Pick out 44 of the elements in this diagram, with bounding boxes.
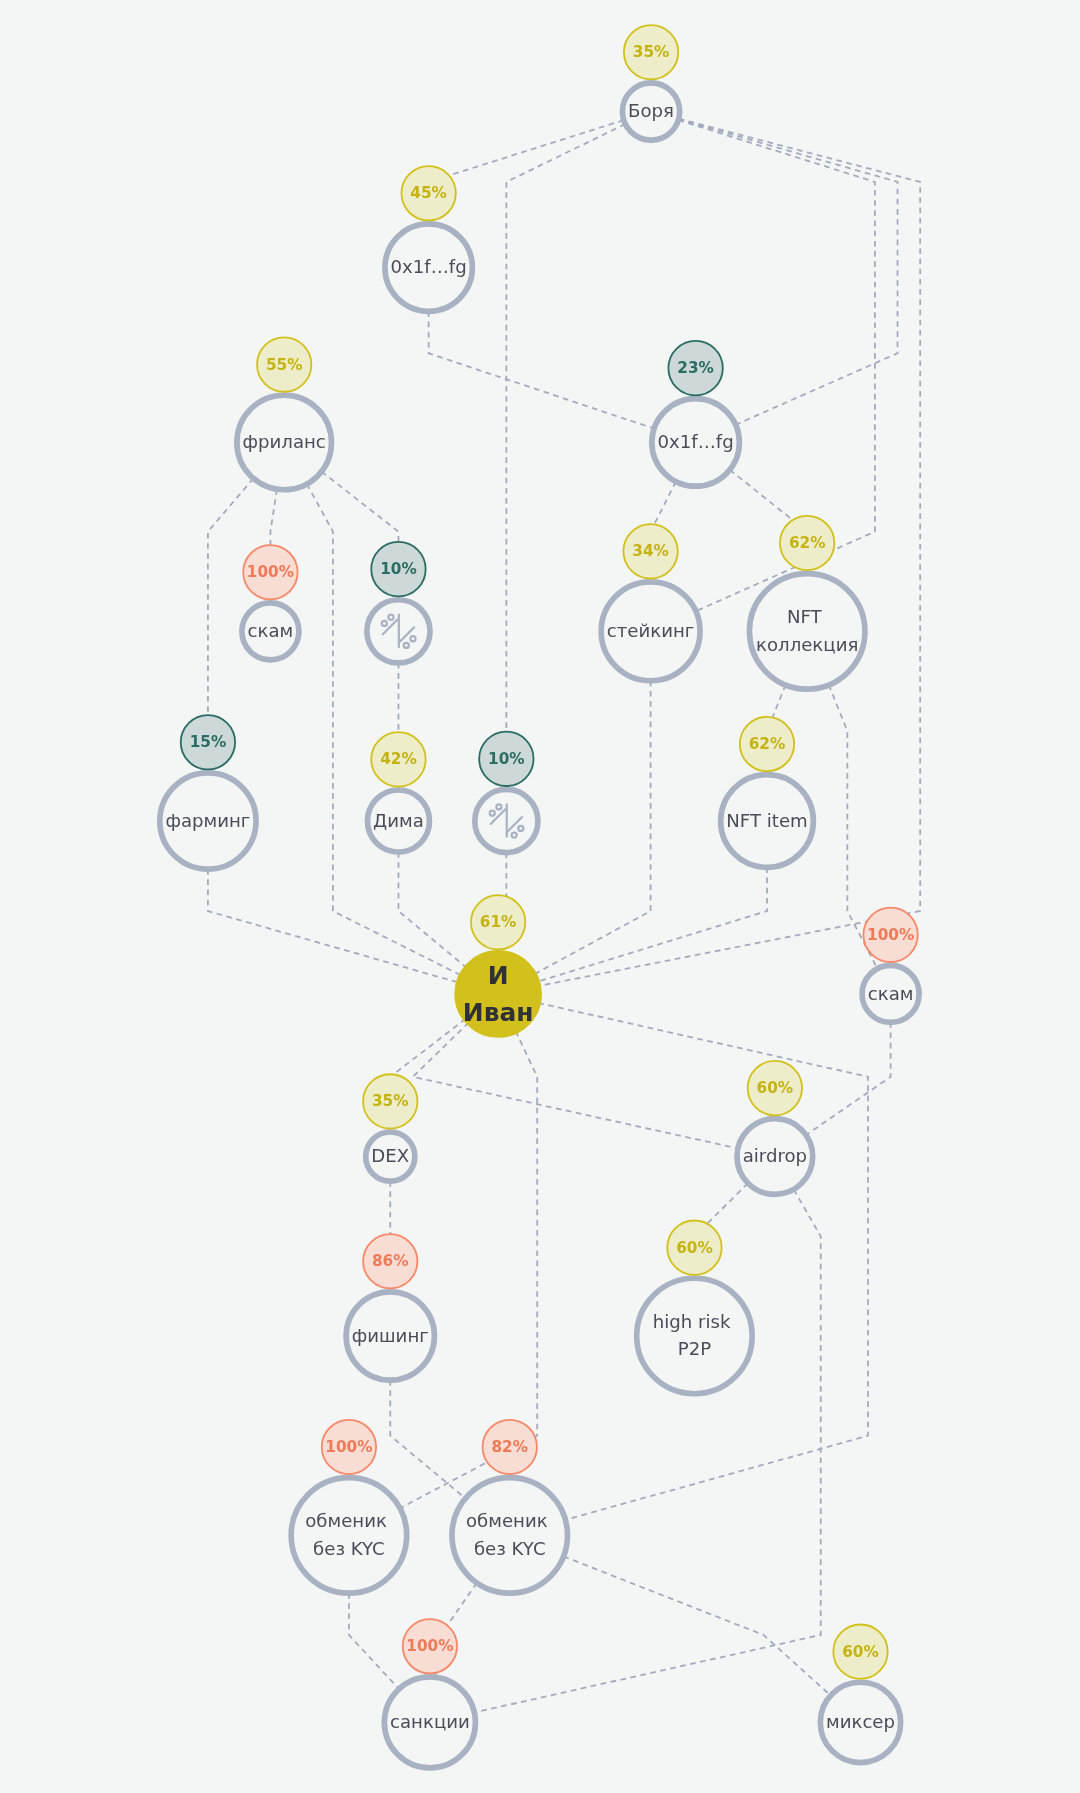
score-badge: 10% <box>478 730 535 787</box>
score-badge: 45% <box>400 165 457 222</box>
score-badge: 62% <box>738 715 796 773</box>
score-badge: 55% <box>256 336 313 393</box>
score-badge: 82% <box>481 1418 538 1476</box>
score-badge: 60% <box>666 1219 723 1276</box>
score-badge: 61% <box>470 894 527 951</box>
node-circle: airdrop <box>734 1115 816 1198</box>
node-circle: 0x1f…fg <box>382 221 476 315</box>
node-circle <box>471 786 541 856</box>
score-badge: 86% <box>362 1233 419 1290</box>
node-circle: скам <box>859 962 922 1026</box>
node-circle: И Иван <box>454 950 542 1038</box>
score-badge: 10% <box>370 541 427 598</box>
score-badge: 35% <box>622 24 680 81</box>
node-circle: Боря <box>619 80 683 143</box>
node-circle: стейкинг <box>598 579 703 684</box>
score-badge: 23% <box>667 340 724 397</box>
score-badge: 60% <box>746 1060 803 1117</box>
score-badge: 100% <box>320 1418 377 1476</box>
score-badge: 100% <box>862 906 919 963</box>
node-circle: фишинг <box>343 1289 438 1383</box>
node-circle: скам <box>239 599 302 663</box>
node-circle: DEX <box>362 1129 418 1184</box>
node-circle: миксер <box>817 1679 904 1766</box>
score-badge: 42% <box>370 731 427 788</box>
node-circle: 0x1f…fg <box>649 395 743 489</box>
score-badge: 35% <box>362 1073 419 1130</box>
node-circle: обменик без KYC <box>449 1474 571 1596</box>
score-badge: 62% <box>779 514 836 572</box>
score-badge: 34% <box>622 523 679 580</box>
node-circle: NFT item <box>717 771 817 871</box>
node-circle: NFT коллекция <box>746 570 868 692</box>
node-circle: санкции <box>381 1674 479 1771</box>
node-circle: фарминг <box>157 770 259 872</box>
node-circle: Дима <box>364 787 433 855</box>
node-circle: фриланс <box>234 392 335 493</box>
score-badge: 100% <box>401 1618 458 1675</box>
score-badge: 60% <box>832 1623 889 1680</box>
node-circle: high risk P2P <box>633 1275 756 1397</box>
score-badge: 15% <box>179 714 236 771</box>
score-badge: 100% <box>242 544 299 601</box>
node-circle: обменик без KYC <box>288 1474 410 1596</box>
node-circle <box>364 596 433 666</box>
